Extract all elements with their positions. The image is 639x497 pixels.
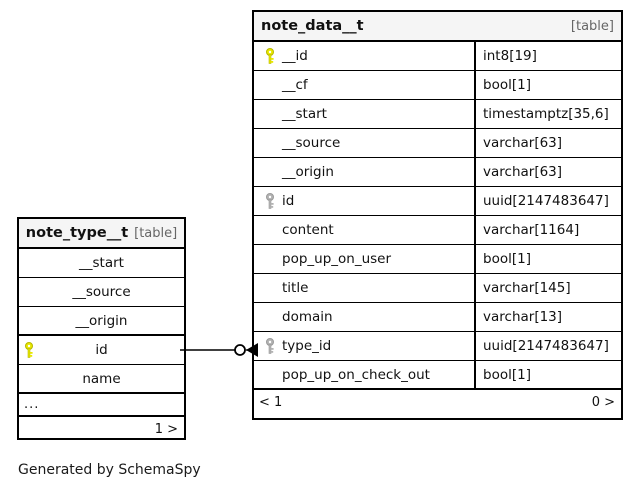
table-row[interactable]: __id int8[19] xyxy=(254,42,621,71)
table-row[interactable]: __origin xyxy=(19,307,184,336)
table-row[interactable]: __cf bool[1] xyxy=(254,71,621,100)
column-name: __origin xyxy=(282,164,334,180)
parent-relationship-count xyxy=(19,417,81,441)
entity-title-note-data-t: note_data__t [table] xyxy=(254,12,621,42)
column-name: name xyxy=(82,370,121,387)
table-row[interactable]: pop_up_on_user bool[1] xyxy=(254,245,621,274)
column-name: __source xyxy=(72,284,131,300)
column-name-cell: __start xyxy=(254,100,476,128)
column-name-cell: id xyxy=(254,187,476,215)
footer-middle-cell xyxy=(81,417,125,441)
column-name: pop_up_on_check_out xyxy=(282,366,430,383)
column-name-cell: type_id xyxy=(254,332,476,360)
column-name: id xyxy=(95,342,108,358)
column-type: varchar[145] xyxy=(483,280,571,296)
column-name-cell: pop_up_on_check_out xyxy=(254,361,476,388)
table-row[interactable]: __source varchar[63] xyxy=(254,129,621,158)
table-row[interactable]: __start xyxy=(19,249,184,278)
no-key-icon xyxy=(19,249,41,277)
column-type: timestamptz[35,6] xyxy=(483,106,609,122)
column-type: varchar[13] xyxy=(483,309,563,325)
table-row[interactable]: pop_up_on_check_out bool[1] xyxy=(254,361,621,390)
column-name: __id xyxy=(282,48,308,64)
table-row[interactable]: __source xyxy=(19,278,184,307)
table-name: note_data__t xyxy=(261,18,364,34)
column-name: id xyxy=(282,193,295,209)
column-name-cell: title xyxy=(254,274,476,302)
footer-middle-cell xyxy=(372,390,472,414)
column-name: __origin xyxy=(75,312,128,329)
column-name: type_id xyxy=(282,338,332,354)
table-row[interactable]: id xyxy=(19,336,184,365)
column-type: varchar[63] xyxy=(483,135,563,151)
column-name: domain xyxy=(282,309,333,325)
column-name-cell: content xyxy=(254,216,476,244)
column-name-cell: __source xyxy=(254,129,476,157)
column-type: bool[1] xyxy=(483,366,531,383)
column-name: __source xyxy=(282,135,341,151)
column-type: bool[1] xyxy=(483,77,531,93)
table-row[interactable]: name xyxy=(19,365,184,394)
table-row[interactable]: title varchar[145] xyxy=(254,274,621,303)
entity-note-data-t[interactable]: note_data__t [table] __id int8[19] __cf … xyxy=(252,10,623,420)
table-name: note_type__t xyxy=(25,225,129,241)
generated-by-caption: Generated by SchemaSpy xyxy=(18,462,201,478)
parent-relationship-count: < 1 xyxy=(259,394,283,410)
column-name-cell: __id xyxy=(254,42,476,70)
foreign-key-icon xyxy=(260,192,282,210)
column-type: uuid[2147483647] xyxy=(483,338,609,354)
column-name: __start xyxy=(282,106,327,122)
entity-note-type-t[interactable]: note_type__t [table] __start __source __… xyxy=(17,217,186,440)
table-type-tag: [table] xyxy=(570,18,614,34)
column-type: varchar[63] xyxy=(483,164,563,180)
table-row[interactable]: id uuid[2147483647] xyxy=(254,187,621,216)
column-name: __start xyxy=(79,255,124,271)
column-name-cell: __cf xyxy=(254,71,476,99)
table-row[interactable]: __start timestamptz[35,6] xyxy=(254,100,621,129)
no-key-icon xyxy=(19,365,41,392)
no-key-icon xyxy=(19,307,41,334)
column-name: title xyxy=(282,280,309,296)
child-relationship-count: 1 > xyxy=(154,421,178,437)
primary-key-icon xyxy=(19,336,41,364)
table-row[interactable]: __origin varchar[63] xyxy=(254,158,621,187)
table-row[interactable]: type_id uuid[2147483647] xyxy=(254,332,621,361)
child-relationship-count: 0 > xyxy=(591,394,615,410)
entity-footer-note-type-t: 1 > xyxy=(19,417,184,441)
column-name-cell: domain xyxy=(254,303,476,331)
entity-title-note-type-t: note_type__t [table] xyxy=(19,219,184,249)
column-type: uuid[2147483647] xyxy=(483,193,609,209)
primary-key-icon xyxy=(260,47,282,65)
column-type: int8[19] xyxy=(483,48,537,64)
table-type-tag: [table] xyxy=(134,225,178,241)
column-name-cell: pop_up_on_user xyxy=(254,245,476,273)
column-name-cell: __origin xyxy=(254,158,476,186)
no-key-icon xyxy=(19,278,41,306)
more-columns-indicator[interactable]: ... xyxy=(19,394,184,417)
column-name: content xyxy=(282,222,334,238)
column-type: varchar[1164] xyxy=(483,222,580,238)
column-name: pop_up_on_user xyxy=(282,251,392,267)
table-row[interactable]: content varchar[1164] xyxy=(254,216,621,245)
entity-footer-note-data-t: < 1 0 > xyxy=(254,390,621,414)
table-row[interactable]: domain varchar[13] xyxy=(254,303,621,332)
foreign-key-icon xyxy=(260,337,282,355)
cardinality-zero-marker xyxy=(234,344,246,356)
column-name: __cf xyxy=(282,77,308,93)
column-type: bool[1] xyxy=(483,251,531,267)
